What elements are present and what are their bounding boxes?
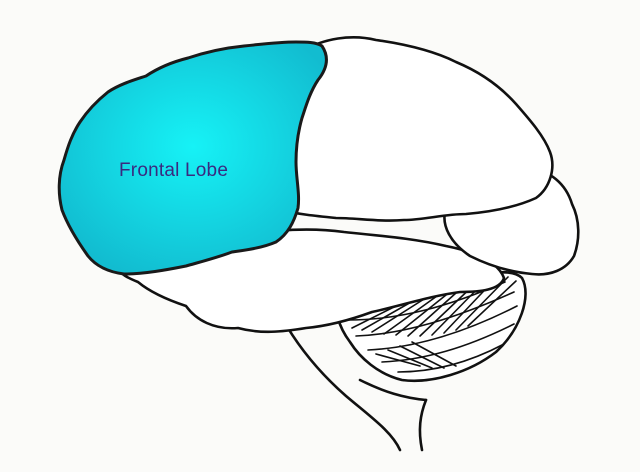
frontal-lobe-label: Frontal Lobe [119, 160, 228, 182]
